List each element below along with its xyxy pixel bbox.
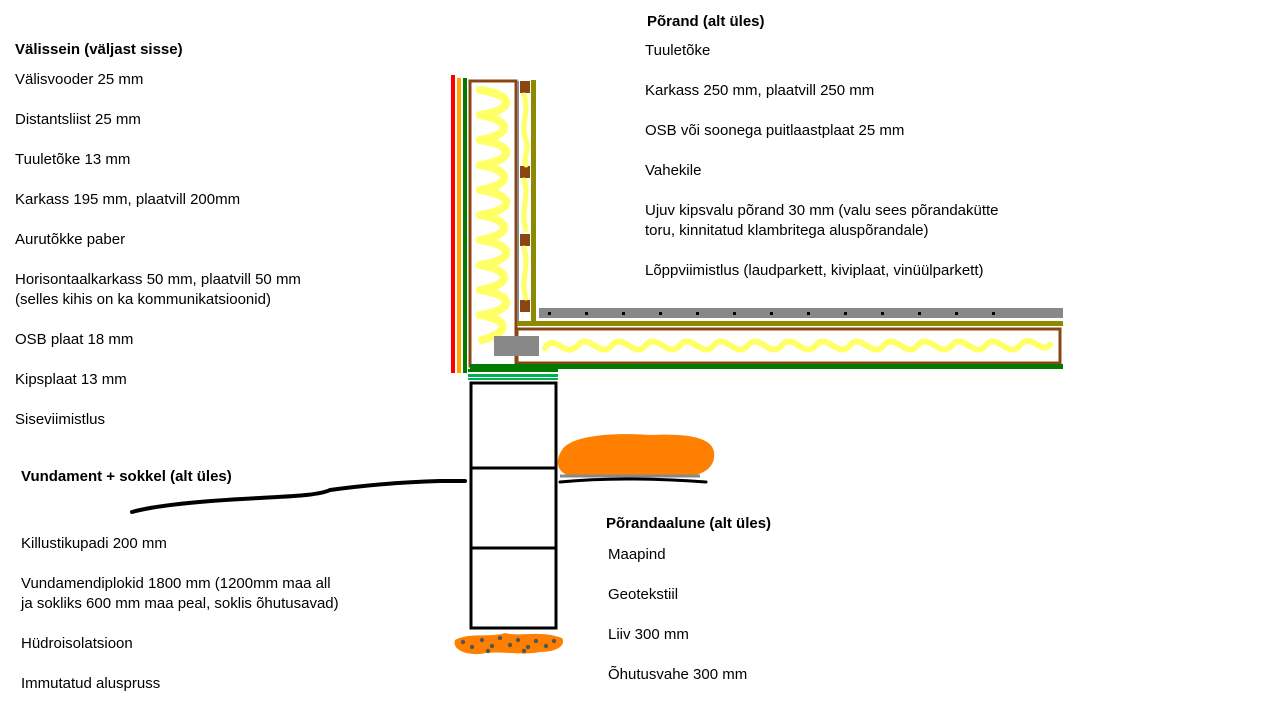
foundation-block xyxy=(469,466,558,550)
floor-windbarrier-layer xyxy=(470,364,1063,369)
gravel-stone xyxy=(460,639,466,645)
floor-insulation xyxy=(542,337,1053,353)
floor-layer: Lõppviimistlus (laudparkett, kiviplaat, … xyxy=(645,262,984,279)
gravel-stone xyxy=(551,638,557,644)
waterproofing-layer xyxy=(468,374,558,377)
foundation-layer: Killustikupadi 200 mm xyxy=(21,535,167,552)
foundation-layer: ja sokliks 600 mm maa peal, soklis õhutu… xyxy=(21,595,339,612)
floor-layer: toru, kinnitatud klambritega aluspõranda… xyxy=(645,222,929,239)
sill-beam xyxy=(468,369,558,372)
heating-pipe-dot xyxy=(659,312,662,315)
heating-pipe-dot xyxy=(770,312,773,315)
foundation-layer: Immutatud aluspruss xyxy=(21,675,161,692)
wall-layer: Distantsliist 25 mm xyxy=(15,111,141,128)
wall-service-batten xyxy=(520,300,530,312)
subfloor-heading: Põrandaalune (alt üles) xyxy=(606,515,772,532)
heating-pipe-dot xyxy=(918,312,921,315)
floor-layer: Karkass 250 mm, plaatvill 250 mm xyxy=(645,82,875,99)
floor-heating-pipes xyxy=(548,312,995,315)
floor-finish-layer xyxy=(539,308,1063,318)
wall-layer: Karkass 195 mm, plaatvill 200mm xyxy=(15,191,241,208)
gravel-stone xyxy=(497,635,503,641)
wall-layer: Horisontaalkarkass 50 mm, plaatvill 50 m… xyxy=(15,271,301,288)
wall-horizontal-batten xyxy=(517,81,519,321)
gravel-stone xyxy=(525,644,531,650)
gravel-stone xyxy=(507,642,513,648)
heating-pipe-dot xyxy=(548,312,551,315)
ground-line-inside xyxy=(558,477,708,484)
subfloor-layer: Õhutusvahe 300 mm xyxy=(608,666,748,683)
foundation-block xyxy=(469,381,558,470)
heating-pipe-dot xyxy=(992,312,995,315)
subfloor-layer: Liiv 300 mm xyxy=(608,626,689,643)
wall-layer: Aurutõkke paber xyxy=(15,231,126,248)
floor-layer: Tuuletõke xyxy=(645,42,711,59)
wall-batten-layer xyxy=(457,78,461,373)
foundation-block xyxy=(469,546,558,630)
foundation-heading: Vundament + sokkel (alt üles) xyxy=(21,468,232,485)
gravel-stone xyxy=(479,637,485,643)
foundation-layer: Vundamendiplokid 1800 mm (1200mm maa all xyxy=(21,575,331,592)
wall-service-insulation xyxy=(521,92,530,301)
floor-heading: Põrand (alt üles) xyxy=(647,13,765,30)
gravel-stone xyxy=(469,644,475,650)
wall-layer: Välisvooder 25 mm xyxy=(15,71,144,88)
heating-pipe-dot xyxy=(733,312,736,315)
wall-service-batten xyxy=(520,81,530,93)
floor-layer: Ujuv kipsvalu põrand 30 mm (valu sees põ… xyxy=(645,202,999,219)
ground-line-outside xyxy=(130,479,467,514)
heating-pipe-dot xyxy=(696,312,699,315)
wall-service-batten xyxy=(520,234,530,246)
wall-cladding-layer xyxy=(451,75,455,373)
floor-layer: Vahekile xyxy=(645,162,702,179)
wall-windbarrier-layer xyxy=(463,78,467,373)
gravel-stones xyxy=(460,635,557,654)
heating-pipe-dot xyxy=(955,312,958,315)
floor-layer: OSB või soonega puitlaastplaat 25 mm xyxy=(645,122,905,139)
floor-osb-layer xyxy=(517,321,1063,326)
floor-beam-end xyxy=(494,336,539,356)
heating-pipe-dot xyxy=(844,312,847,315)
wall-heading: Välissein (väljast sisse) xyxy=(15,41,183,58)
wall-layer: OSB plaat 18 mm xyxy=(15,331,134,348)
heating-pipe-dot xyxy=(622,312,625,315)
heating-pipe-dot xyxy=(881,312,884,315)
sand-layer xyxy=(557,434,715,476)
waterproofing-layer xyxy=(468,378,558,380)
gravel-stone xyxy=(533,638,539,644)
wall-layer: (selles kihis on ka kommunikatsioonid) xyxy=(15,291,271,308)
gravel-stone xyxy=(515,637,521,643)
wall-layer: Siseviimistlus xyxy=(15,411,106,428)
gravel-stone xyxy=(489,643,495,649)
gravel-stone xyxy=(543,643,549,649)
heating-pipe-dot xyxy=(585,312,588,315)
wall-insulation xyxy=(476,86,511,344)
gravel-stone xyxy=(521,648,527,654)
foundation-layer: Hüdroisolatsioon xyxy=(21,635,133,652)
wall-layer: Kipsplaat 13 mm xyxy=(15,371,127,388)
wall-frame xyxy=(468,79,518,368)
wall-osb-layer xyxy=(531,80,536,325)
subfloor-layer: Geotekstiil xyxy=(608,586,679,603)
heating-pipe-dot xyxy=(807,312,810,315)
subfloor-layer: Maapind xyxy=(608,546,666,563)
wall-layer: Tuuletõke 13 mm xyxy=(15,151,131,168)
wall-service-batten xyxy=(520,166,530,178)
gravel-stone xyxy=(485,648,491,654)
